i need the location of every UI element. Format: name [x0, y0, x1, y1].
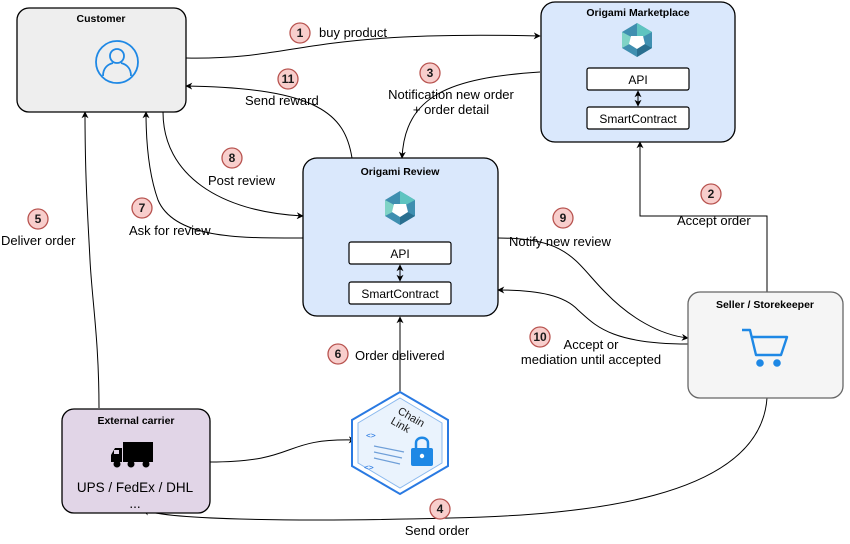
edge-post-review — [162, 111, 304, 220]
carrier-node[interactable]: External carrier UPS / FedEx / DHL ... — [61, 408, 211, 514]
step-badge — [27, 208, 49, 230]
step-badge — [221, 147, 243, 169]
svg-text:<>: <> — [364, 463, 374, 472]
chainlink-oracle-icon: <> <> — [351, 390, 449, 496]
review-contract-box[interactable] — [348, 281, 452, 305]
chainlink-node[interactable]: <> <> Chain Link — [351, 390, 449, 496]
edge-buy-product — [185, 32, 541, 59]
review-api-box[interactable] — [348, 241, 452, 265]
marketplace-api-label: API — [628, 73, 647, 87]
carrier-companies: UPS / FedEx / DHL — [77, 480, 194, 495]
step-label: Send reward — [245, 93, 319, 108]
review-node[interactable]: Origami Review API SmartContract — [302, 157, 499, 317]
seller-title: Seller / Storekeeper — [716, 299, 814, 311]
review-contract-label: SmartContract — [361, 287, 439, 301]
carrier-title: External carrier — [97, 415, 174, 427]
marketplace-contract-box[interactable] — [586, 106, 690, 130]
step-number: 5 — [35, 212, 42, 226]
step-number: 11 — [282, 72, 295, 86]
edge-ask-for-review — [142, 111, 304, 239]
step-badge — [552, 207, 574, 229]
edge-accept-order — [636, 141, 768, 292]
marketplace-api-box[interactable] — [586, 67, 690, 91]
edge-notification-order — [398, 71, 541, 159]
review-box — [302, 157, 499, 317]
customer-box — [16, 7, 187, 113]
step-label: Deliver order — [1, 233, 76, 248]
edge-send-reward — [185, 82, 353, 159]
step-label: Notify new review — [509, 234, 611, 249]
step-label: Notification new order — [388, 87, 514, 102]
step-label: mediation until accepted — [521, 352, 661, 367]
step-label: Accept or — [564, 337, 620, 352]
customer-node[interactable]: Customer — [16, 7, 187, 113]
step-badge — [131, 197, 153, 219]
edge-deliver-order — [81, 111, 100, 409]
step-label: Accept order — [677, 213, 751, 228]
step-label: Send order — [405, 523, 470, 538]
marketplace-contract-label: SmartContract — [599, 112, 677, 126]
edge-send-order — [142, 397, 768, 521]
step-number: 10 — [533, 330, 547, 344]
step-number: 3 — [427, 66, 434, 80]
step-label: Order delivered — [355, 348, 445, 363]
origami-logo-icon — [622, 23, 652, 57]
svg-text:<>: <> — [366, 431, 376, 440]
step-label: Ask for review — [129, 223, 211, 238]
seller-node[interactable]: Seller / Storekeeper — [687, 291, 844, 399]
step-badge — [327, 343, 349, 365]
step-label: + order detail — [413, 102, 489, 117]
carrier-ellipsis: ... — [129, 496, 140, 511]
lock-icon — [411, 436, 433, 466]
step-badge — [277, 68, 299, 90]
step-badge — [419, 62, 441, 84]
step-badge — [289, 22, 311, 44]
step-label: buy product — [319, 25, 387, 40]
step-1: 1 buy product — [289, 22, 387, 44]
customer-title: Customer — [76, 13, 125, 25]
edge-carrier-to-chainlink — [209, 436, 356, 463]
step-number: 6 — [335, 347, 342, 361]
step-number: 2 — [708, 187, 715, 201]
step-6: 6 Order delivered — [327, 343, 445, 365]
seller-box — [687, 291, 844, 399]
origami-logo-icon — [385, 191, 415, 225]
shopping-cart-icon — [742, 328, 789, 367]
review-api-label: API — [390, 247, 409, 261]
review-title: Origami Review — [361, 166, 441, 178]
edge-accept-mediation — [497, 286, 689, 345]
edges — [81, 32, 768, 521]
user-icon — [95, 40, 139, 84]
step-badge — [700, 183, 722, 205]
step-number: 9 — [560, 211, 567, 225]
marketplace-title: Origami Marketplace — [586, 7, 689, 19]
truck-icon — [111, 442, 153, 468]
marketplace-node[interactable]: Origami Marketplace API SmartContract — [540, 1, 736, 143]
edge-notify-new-review — [497, 237, 689, 341]
step-number: 7 — [139, 201, 146, 215]
step-label: Post review — [208, 173, 276, 188]
step-badge — [529, 326, 551, 348]
step-number: 1 — [297, 26, 304, 40]
step-number: 4 — [437, 502, 444, 516]
step-number: 8 — [229, 151, 236, 165]
step-badge — [429, 498, 451, 520]
